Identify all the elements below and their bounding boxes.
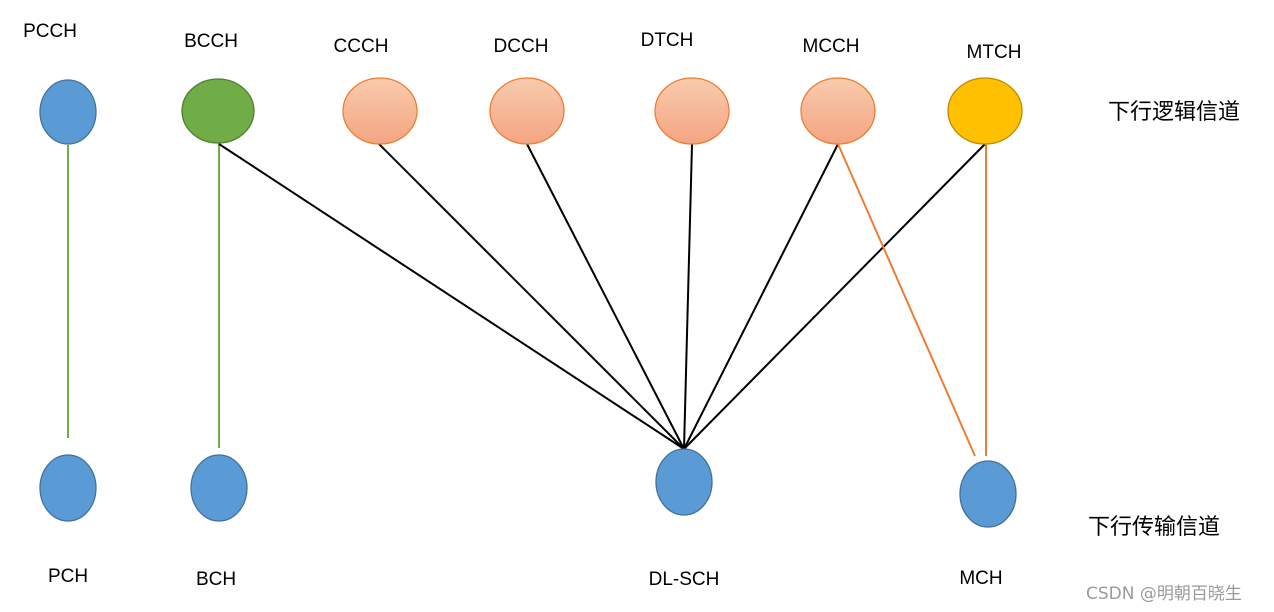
dcch-label: DCCH xyxy=(494,36,549,57)
mapping-bcch-to-dl-sch xyxy=(218,143,685,450)
dtch-label: DTCH xyxy=(641,30,694,51)
channel-nodes xyxy=(39,77,1023,528)
pch-node xyxy=(39,454,97,522)
dl-sch-label: DL-SCH xyxy=(649,569,720,590)
dl-sch-node xyxy=(655,448,713,516)
ccch-node xyxy=(342,77,418,145)
mcch-label: MCCH xyxy=(803,36,860,57)
mch-node xyxy=(959,460,1017,528)
mapping-lines xyxy=(67,143,987,457)
mapping-mtch-to-dl-sch xyxy=(683,143,986,450)
mapping-mcch-to-dl-sch xyxy=(683,143,839,450)
pcch-label: PCCH xyxy=(23,21,77,42)
mapping-ccch-to-dl-sch xyxy=(378,143,685,450)
transport-row-label: 下行传输信道 xyxy=(1088,515,1220,540)
mch-label: MCH xyxy=(959,568,1002,589)
channel-labels: PCCH BCCH CCCH DCCH DTCH MCCH MTCH PCH BCH DL-SCH… xyxy=(23,21,1021,590)
pcch-node xyxy=(39,79,97,145)
bcch-label: BCCH xyxy=(184,31,238,52)
mtch-label: MTCH xyxy=(967,42,1022,63)
mapping-dtch-to-dl-sch xyxy=(683,143,693,450)
mcch-node xyxy=(800,77,876,145)
mtch-node xyxy=(947,77,1023,145)
ccch-label: CCCH xyxy=(334,36,389,57)
bch-node xyxy=(190,454,248,522)
mapping-dcch-to-dl-sch xyxy=(526,143,685,450)
dcch-node xyxy=(489,77,565,145)
bcch-node xyxy=(181,78,255,144)
bch-label: BCH xyxy=(196,569,236,590)
pch-label: PCH xyxy=(48,566,88,587)
watermark: CSDN @明朝百晓生 xyxy=(1086,584,1242,604)
mapping-mcch-to-mch xyxy=(837,143,976,457)
logical-row-label: 下行逻辑信道 xyxy=(1108,100,1240,125)
dtch-node xyxy=(654,77,730,145)
